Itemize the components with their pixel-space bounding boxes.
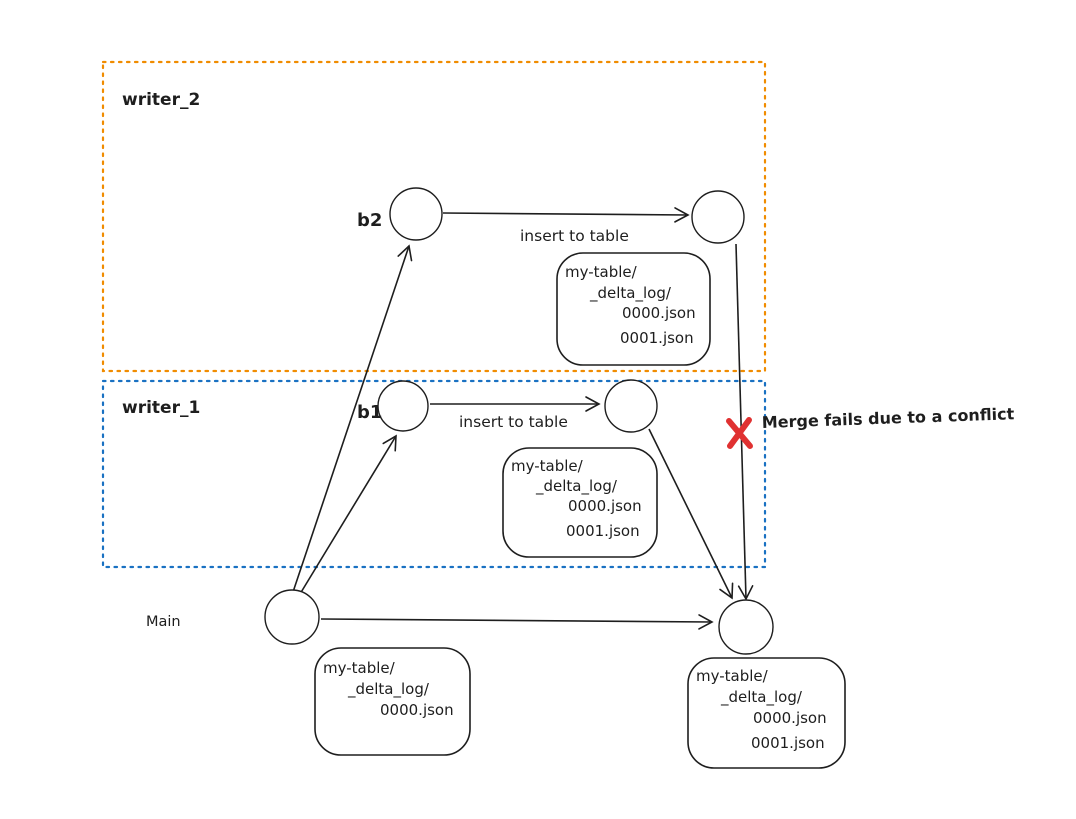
log-line-highlight: 0001.json (620, 329, 694, 347)
arrow-writer1-merge (648, 428, 734, 600)
log-line: _delta_log/ (535, 477, 618, 496)
branch-b2-label: b2 (357, 210, 382, 231)
conflict-message: Merge fails due to a conflict (761, 404, 1014, 432)
log-line-highlight: 0001.json (751, 734, 825, 752)
branch-b1-label: b1 (357, 402, 382, 423)
log-line: my-table/ (511, 457, 584, 475)
merged-log-frame (687, 657, 846, 769)
log-line: 0000.json (568, 497, 642, 515)
log-line: _delta_log/ (347, 680, 430, 699)
writer2-edge-label: insert to table (520, 227, 629, 245)
commit-node-main-merged (718, 599, 774, 655)
main-branch-label: Main (146, 614, 181, 630)
conflict-x-icon (726, 417, 753, 449)
log-line: _delta_log/ (589, 284, 672, 303)
log-line-highlight: 0001.json (566, 522, 640, 540)
commit-node-b2-start (389, 187, 443, 241)
arrow-main-to-b2 (292, 244, 413, 593)
merged-delta-log-box: my-table/ _delta_log/ 0000.json 0001.jso… (687, 657, 846, 769)
arrow-b2-insert (442, 207, 690, 223)
writer2-delta-log-box: my-table/ _delta_log/ 0000.json 0001.jso… (556, 252, 711, 366)
commit-node-main-start (264, 589, 320, 645)
writer-2-lane (101, 60, 767, 373)
commit-node-b2-insert (691, 190, 745, 244)
log-line: _delta_log/ (720, 688, 803, 707)
writer-1-lane (101, 379, 767, 569)
writer1-delta-log-box: my-table/ _delta_log/ 0000.json 0001.jso… (502, 447, 658, 558)
arrow-writer2-merge-failed (735, 243, 754, 601)
log-line: 0000.json (622, 304, 696, 322)
commit-node-b1-start (377, 380, 429, 432)
arrow-main-forward (320, 614, 714, 630)
log-line: my-table/ (696, 667, 769, 685)
main-log-frame (314, 647, 471, 756)
main-delta-log-box: my-table/ _delta_log/ 0000.json (314, 647, 471, 756)
log-line: 0000.json (753, 709, 827, 727)
log-line: my-table/ (323, 659, 396, 677)
writer1-log-frame (502, 447, 658, 558)
log-line: 0000.json (380, 701, 454, 719)
log-line: my-table/ (565, 263, 638, 281)
writer-1-label: writer_1 (122, 398, 200, 418)
writer1-edge-label: insert to table (459, 413, 568, 431)
commit-node-b1-insert (604, 379, 658, 433)
writer2-log-frame (556, 252, 711, 366)
writer-2-label: writer_2 (122, 90, 200, 110)
arrow-main-to-b1 (299, 434, 397, 595)
